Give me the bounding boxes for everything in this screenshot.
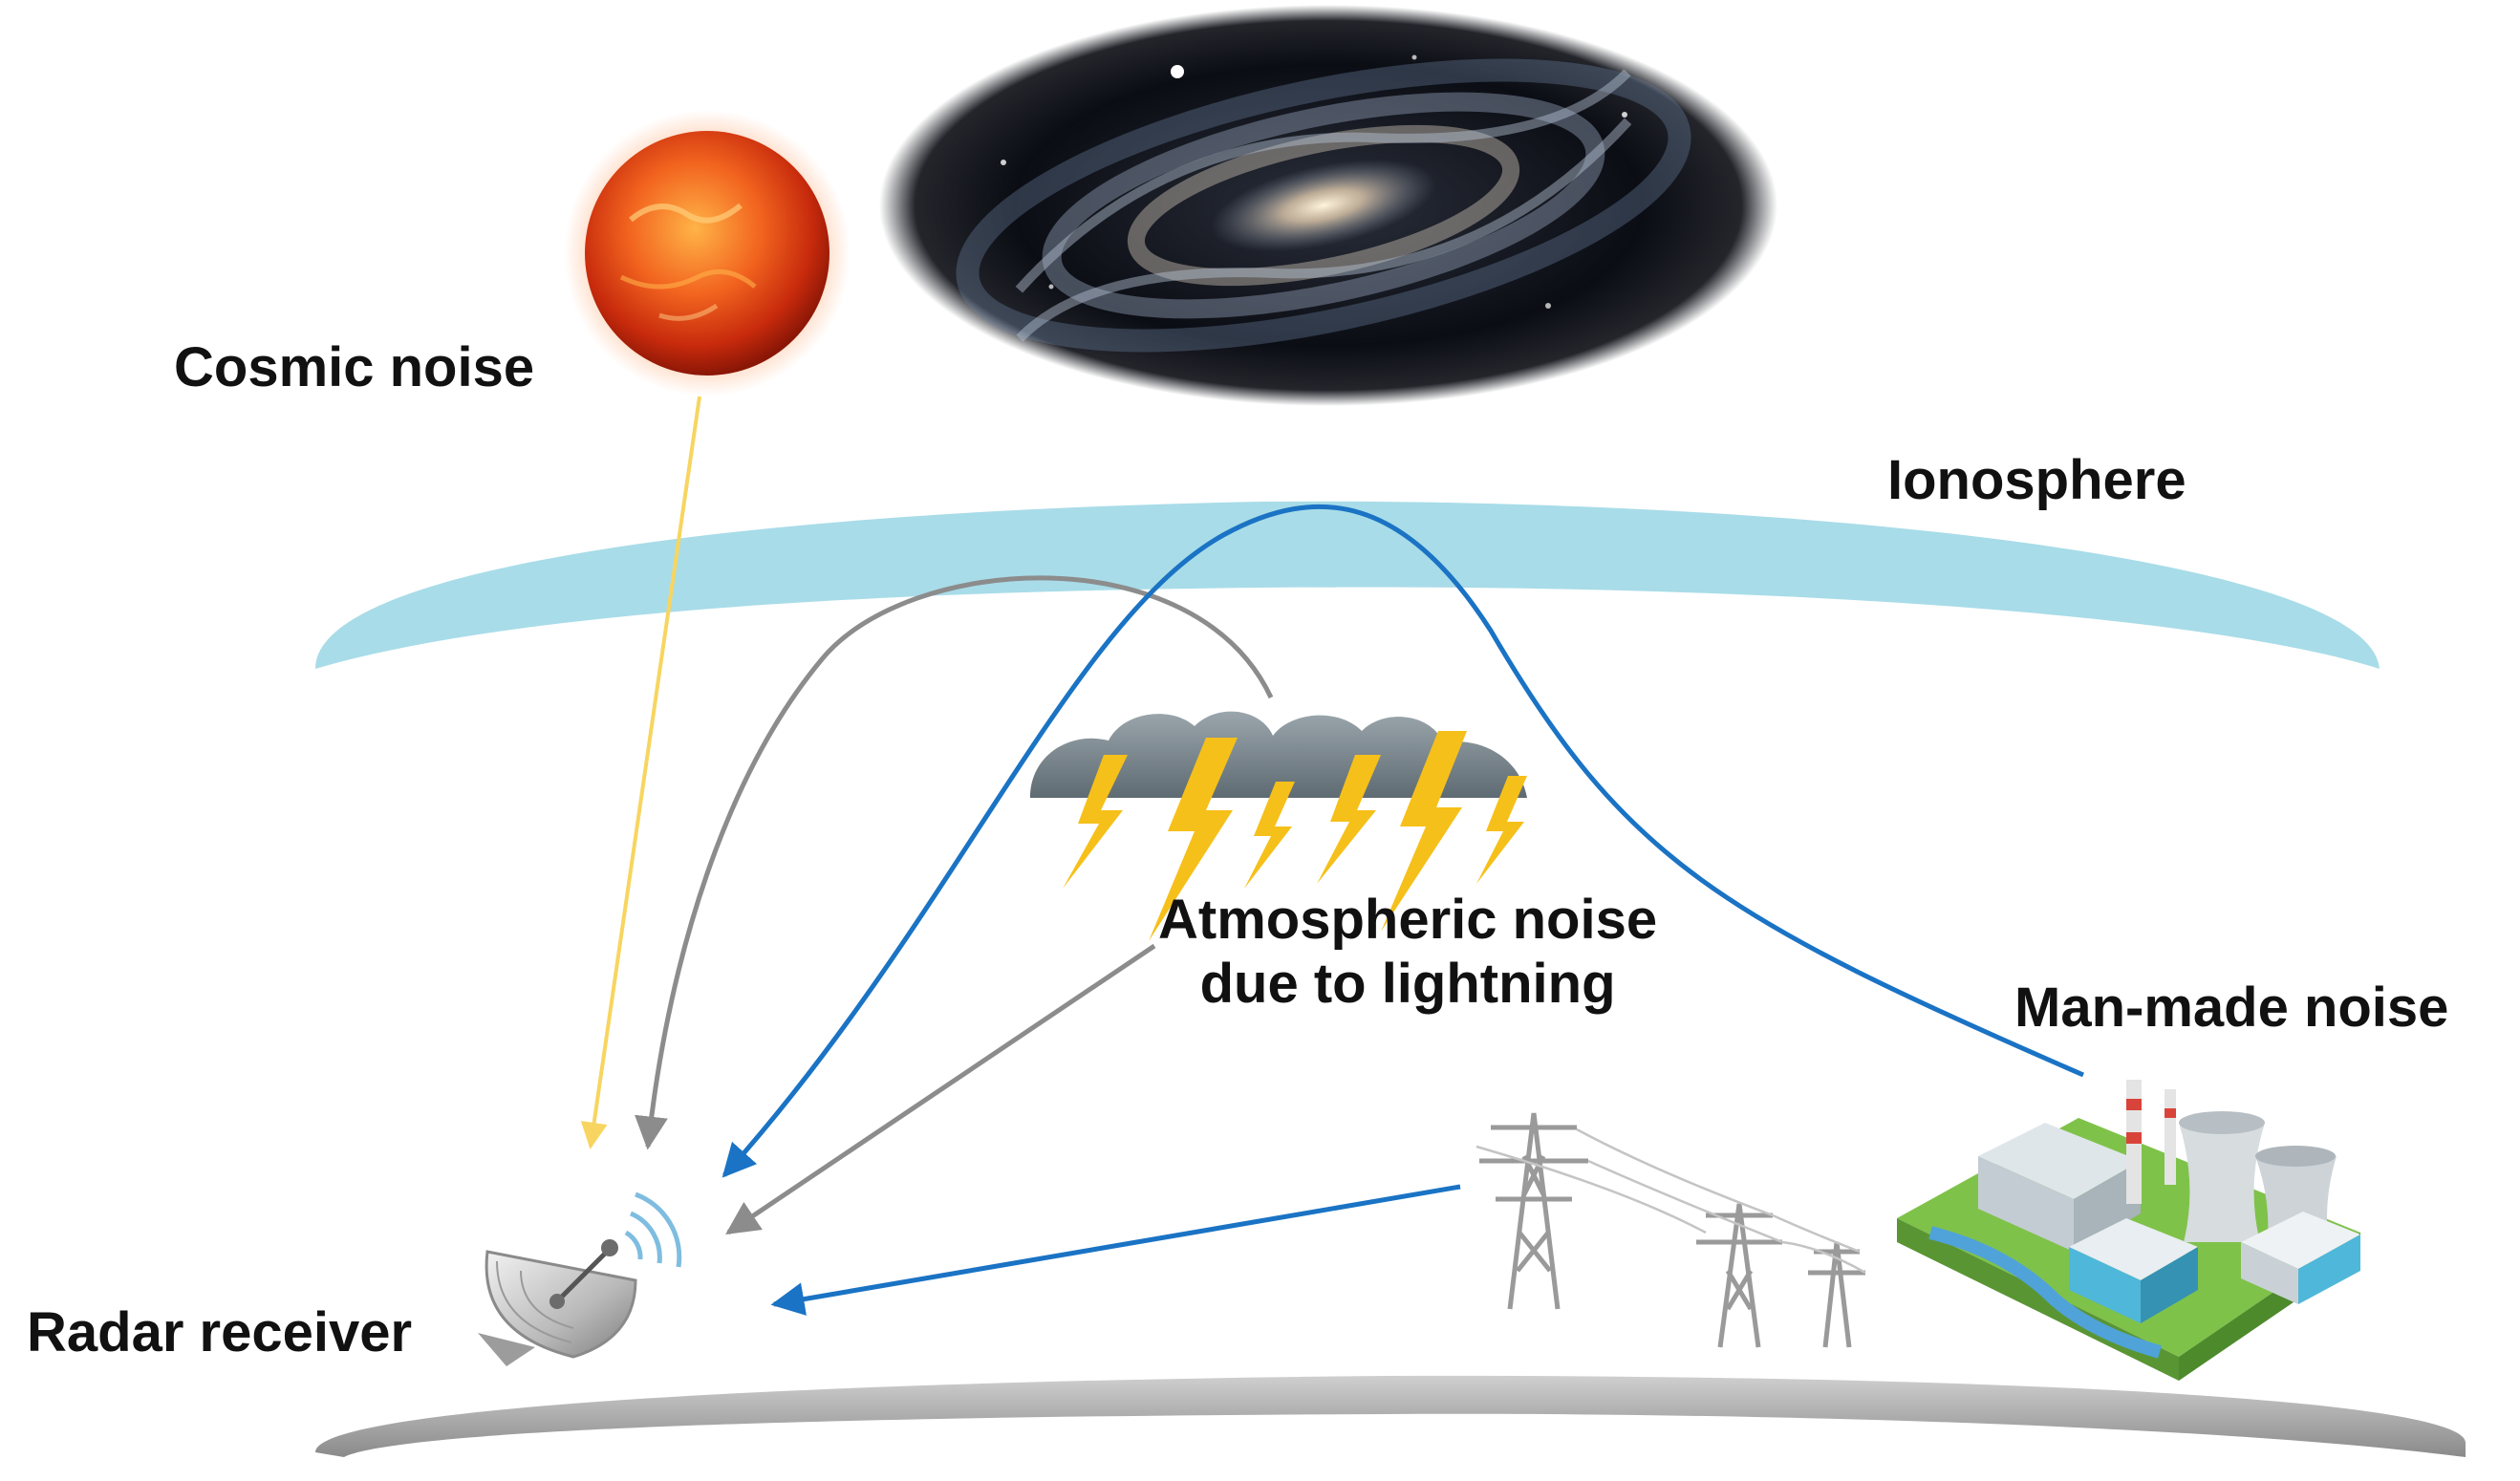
power-plant-icon [1897,1080,2360,1381]
atmospheric-noise-direct-path [725,943,1156,1235]
ground-surface [315,1375,2466,1457]
atmospheric-noise-skywave-path [635,575,1274,1150]
man-made-noise-label: Man-made noise [2014,977,2449,1039]
lightning-icon [1063,731,1527,941]
radar-receiver-label: Radar receiver [27,1301,413,1363]
atmospheric-noise-label-line1: Atmospheric noise [1158,889,1658,951]
atmospheric-noise-label: Atmospheric noise due to lightning [1158,889,1657,1016]
man-made-noise-skywave-path [722,504,2084,1178]
radar-dish-icon [478,1191,682,1366]
ionosphere-label: Ionosphere [1887,449,2186,511]
power-tower-icon [1475,1112,1866,1348]
storm-cloud-icon [1030,711,1527,798]
ionosphere-layer [315,501,2380,669]
cosmic-noise-path [580,396,701,1149]
cosmic-noise-label: Cosmic noise [174,336,535,398]
sun-icon [564,110,851,397]
man-made-noise-groundwave-path [770,1184,1461,1316]
galaxy-icon [879,5,1777,406]
atmospheric-noise-label-line2: due to lightning [1199,952,1616,1015]
